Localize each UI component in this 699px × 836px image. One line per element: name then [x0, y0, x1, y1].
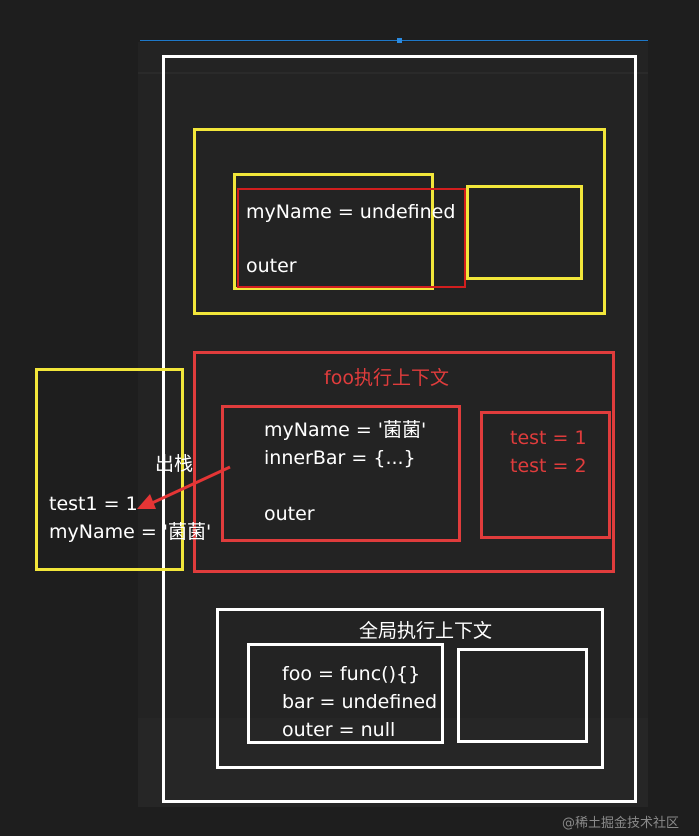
global-var-line-1: foo = func(){} [282, 663, 421, 685]
global-lexical-env-box [457, 648, 588, 743]
foo-var-line-2: innerBar = {...} [264, 447, 416, 469]
foo-var-line-4: outer [264, 503, 315, 525]
closure-red-overlay-box [237, 188, 466, 288]
global-context-title: 全局执行上下文 [359, 620, 493, 642]
selection-handle[interactable] [397, 38, 402, 43]
panel-divider [138, 72, 648, 74]
panel-footer [138, 718, 648, 807]
global-context-box [216, 608, 604, 769]
foo-lex-line-1: test = 1 [510, 427, 587, 449]
foo-context-title: foo执行上下文 [324, 367, 449, 389]
pop-label: 出栈 [155, 453, 194, 475]
popped-context-box [35, 368, 184, 571]
global-var-line-2: bar = undefined [282, 691, 438, 713]
foo-variable-env-box [221, 405, 461, 542]
selection-guide-line [140, 40, 648, 41]
closure-line-1: myName = undefined [246, 201, 456, 223]
global-variable-env-box [247, 643, 444, 744]
popped-line-1: test1 = 1 [49, 493, 138, 515]
global-var-line-3: outer = null [282, 719, 396, 741]
closure-line-2: outer [246, 255, 297, 277]
closure-context-box [193, 128, 606, 315]
watermark: @稀土掘金技术社区 [562, 816, 680, 831]
call-stack-frame [162, 55, 637, 803]
popped-line-2: myName = '菌菌' [49, 521, 212, 543]
foo-context-box [193, 351, 615, 573]
closure-lexical-env-box [466, 185, 583, 280]
closure-variable-env-box [233, 173, 434, 290]
foo-lexical-env-box [480, 411, 611, 539]
foo-lex-line-2: test = 2 [510, 455, 587, 477]
foo-var-line-1: myName = '菌菌' [264, 419, 427, 441]
